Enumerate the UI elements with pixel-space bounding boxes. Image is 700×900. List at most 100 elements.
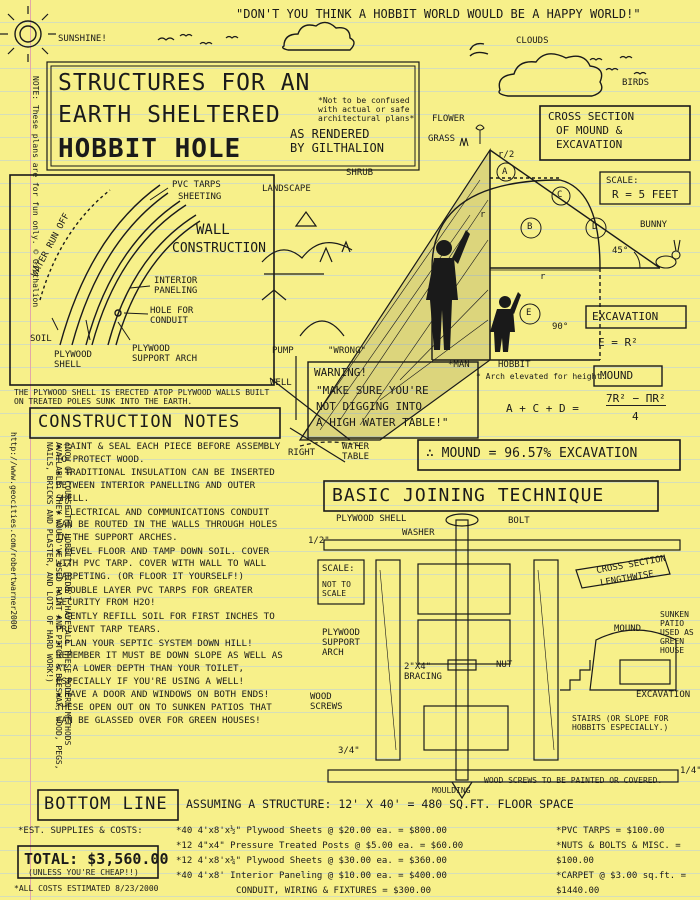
note-item: ★ELECTRICAL AND COMMUNICATIONS CONDUIT C… bbox=[56, 506, 278, 543]
cost-line: *12 4'x8'x¾" Plywood Sheets @ $30.00 ea.… bbox=[176, 856, 447, 866]
extra-cost-line: *PVC TARPS = $100.00 bbox=[556, 826, 665, 836]
mound-ratio: ∴ MOUND = 96.57% EXCAVATION bbox=[426, 446, 638, 461]
note-item: ★GENTLY REFILL SOIL FOR FIRST INCHES TO … bbox=[56, 611, 275, 635]
extra-cost-line: *CARPET @ $3.00 sq.ft. = $1440.00 bbox=[556, 871, 687, 896]
r-half-label: r/2 bbox=[498, 150, 515, 160]
well-label: WELL bbox=[270, 378, 292, 388]
bunny-label: BUNNY bbox=[640, 220, 668, 230]
vertical-hobbit-note: (NOW OF COURSE THE HOBBITS DIDN'T HAVE A… bbox=[45, 442, 72, 770]
joining-support-arch: PLYWOOD SUPPORT ARCH bbox=[322, 628, 360, 658]
note-item: ★TRADITIONAL INSULATION CAN BE INSERTED … bbox=[56, 467, 275, 504]
sunken-patio-label: SUNKEN PATIO USED AS GREEN HOUSE bbox=[660, 610, 694, 655]
joining-title: BASIC JOINING TECHNIQUE bbox=[332, 485, 605, 506]
lengthwise-section-drawing bbox=[560, 555, 677, 691]
joining-scale-label: SCALE: bbox=[322, 564, 355, 574]
bottom-line-title: BOTTOM LINE bbox=[44, 794, 168, 814]
construction-notes-title: CONSTRUCTION NOTES bbox=[38, 412, 241, 432]
bunny-icon bbox=[655, 239, 681, 269]
region-e: E bbox=[526, 308, 532, 318]
wall-title-2: CONSTRUCTION bbox=[172, 241, 266, 256]
sun-label: SUNSHINE! bbox=[58, 34, 107, 44]
wrong-label: "WRONG" bbox=[328, 346, 366, 356]
hobbit-silhouette bbox=[490, 292, 521, 352]
cost-line: CONDUIT, WIRING & FIXTURES = $300.00 bbox=[236, 886, 432, 896]
paper-margin-line bbox=[30, 0, 31, 900]
structure-assumption: ASSUMING A STRUCTURE: 12' x 40' = 480 SQ… bbox=[186, 797, 574, 811]
total-note: (UNLESS YOU'RE CHEAP!!) bbox=[28, 868, 139, 877]
warning-label: WARNING! bbox=[314, 366, 367, 379]
arch-note: * Arch elevated for height. bbox=[476, 372, 607, 381]
birds-label: BIRDS bbox=[622, 78, 650, 88]
wall-title-1: WALL bbox=[196, 222, 230, 238]
man-label: *MAN bbox=[448, 360, 470, 370]
note-item: ★PLAN YOUR SEPTIC SYSTEM DOWN HILL! REME… bbox=[56, 637, 283, 687]
half-inch-label: 1/2" bbox=[308, 536, 330, 546]
grass-label: GRASS bbox=[428, 134, 456, 144]
man-silhouette bbox=[426, 230, 470, 350]
costs-estimated-date: *ALL COSTS ESTIMATED 8/23/2000 bbox=[14, 884, 159, 893]
angle-45-label: 45° bbox=[612, 246, 629, 256]
cross-section-title-2: OF MOUND & bbox=[556, 124, 623, 137]
scale-value: r = 5 FEET bbox=[612, 188, 679, 201]
moulding-label: MOULDING bbox=[432, 786, 471, 795]
cross-section-title-3: EXCAVATION bbox=[556, 138, 623, 151]
interior-paneling-label: INTERIOR PANELING bbox=[154, 276, 198, 296]
water-table-drawing bbox=[261, 289, 361, 463]
title-byline-2: BY GILTHALION bbox=[290, 141, 384, 155]
screws-note: WOOD SCREWS TO BE PAINTED OR COVERED. bbox=[484, 776, 663, 785]
quarter-label: 1/4" bbox=[680, 766, 700, 776]
right-label: RIGHT bbox=[288, 448, 316, 458]
cloud-icon bbox=[281, 21, 603, 97]
pump-label: PUMP bbox=[272, 346, 294, 356]
r-label-horizontal: r bbox=[540, 272, 546, 282]
title-line-3: HOBBIT HOLE bbox=[58, 134, 242, 164]
title-disclaimer: *Not to be confused with actual or safe … bbox=[318, 96, 415, 123]
cost-line: *12 4"x4" Pressure Treated Posts @ $5.00… bbox=[176, 841, 464, 851]
title-line-2: EARTH SHELTERED bbox=[58, 102, 281, 128]
cost-line: *40 4'x8' Interior Paneling @ $10.00 ea.… bbox=[176, 871, 447, 881]
soil-label: SOIL bbox=[30, 334, 52, 344]
pvc-label: PVC TARPS bbox=[172, 180, 221, 190]
plywood-arch-label: PLYWOOD SUPPORT ARCH bbox=[132, 344, 198, 364]
extra-cost-line: *NUTS & BOLTS & MISC. = $100.00 bbox=[556, 841, 681, 866]
header-quote: "DON'T YOU THINK A HOBBIT WORLD WOULD BE… bbox=[236, 7, 641, 21]
bracing-label: 2"x4" BRACING bbox=[404, 662, 442, 682]
hobbit-label: HOBBIT bbox=[498, 360, 531, 370]
cost-line: *40 4'x8'x½" Plywood Sheets @ $20.00 ea.… bbox=[176, 826, 447, 836]
region-b: B bbox=[527, 222, 533, 232]
nut-label: NUT bbox=[496, 660, 513, 670]
three-quarter-label: 3/4" bbox=[338, 746, 360, 756]
flower-label: FLOWER bbox=[432, 114, 465, 124]
construction-notes-list: ★PAINT & SEAL EACH PIECE BEFORE ASSEMBLY… bbox=[56, 441, 286, 728]
warning-text-2: NOT DIGGING INTO bbox=[316, 400, 422, 413]
mound-formula-numerator: 7r² − πr² bbox=[606, 392, 666, 406]
joining-plywood-shell: PLYWOOD SHELL bbox=[336, 514, 407, 524]
cross-section-title-1: CROSS SECTION bbox=[548, 110, 635, 123]
bolt-label: BOLT bbox=[508, 516, 530, 526]
joining-drawing bbox=[323, 513, 681, 800]
lengthwise-mound: MOUND bbox=[614, 624, 642, 634]
water-table-label: WATER TABLE bbox=[342, 442, 370, 462]
sun-icon bbox=[0, 6, 56, 62]
warning-text-3: A HIGH WATER TABLE!" bbox=[316, 416, 449, 429]
lengthwise-excavation: EXCAVATION bbox=[636, 690, 691, 700]
angle-90-label: 90° bbox=[552, 322, 569, 332]
wall-caption: THE PLYWOOD SHELL IS ERECTED ATOP PLYWOO… bbox=[14, 388, 270, 406]
estimated-costs-label: *EST. SUPPLIES & COSTS: bbox=[18, 826, 143, 836]
note-item: ★LEVEL FLOOR AND TAMP DOWN SOIL. COVER W… bbox=[56, 545, 270, 583]
mound-label: MOUND bbox=[600, 369, 634, 382]
region-d: D bbox=[592, 222, 598, 232]
website-url[interactable]: http://www.geocities.com/robertwarner200… bbox=[9, 432, 18, 630]
plywood-shell-label: PLYWOOD SHELL bbox=[54, 350, 92, 370]
washer-label: WASHER bbox=[402, 528, 435, 538]
clouds-label: CLOUDS bbox=[516, 36, 549, 46]
r-label-vertical: r bbox=[480, 210, 486, 220]
wall-layers-drawing bbox=[39, 184, 201, 346]
landscape-drawing bbox=[261, 210, 353, 275]
joining-scale-value: NOT TO SCALE bbox=[322, 580, 351, 598]
excavation-formula: E = r² bbox=[598, 336, 638, 349]
conduit-hole-label: HOLE FOR CONDUIT bbox=[150, 306, 194, 326]
title-byline-1: AS RENDERED bbox=[290, 127, 370, 141]
